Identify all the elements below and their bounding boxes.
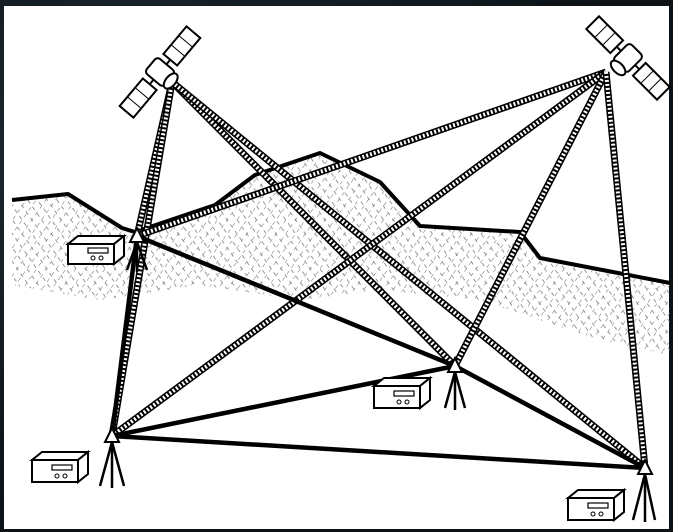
- gps-receiver-box-icon: [568, 490, 624, 520]
- gps-receiver-box-icon: [374, 378, 430, 408]
- baseline: [455, 366, 645, 468]
- gps-receiver-box-icon: [68, 236, 124, 264]
- gps-receiver-box-icon: [32, 452, 88, 482]
- baseline: [112, 436, 645, 468]
